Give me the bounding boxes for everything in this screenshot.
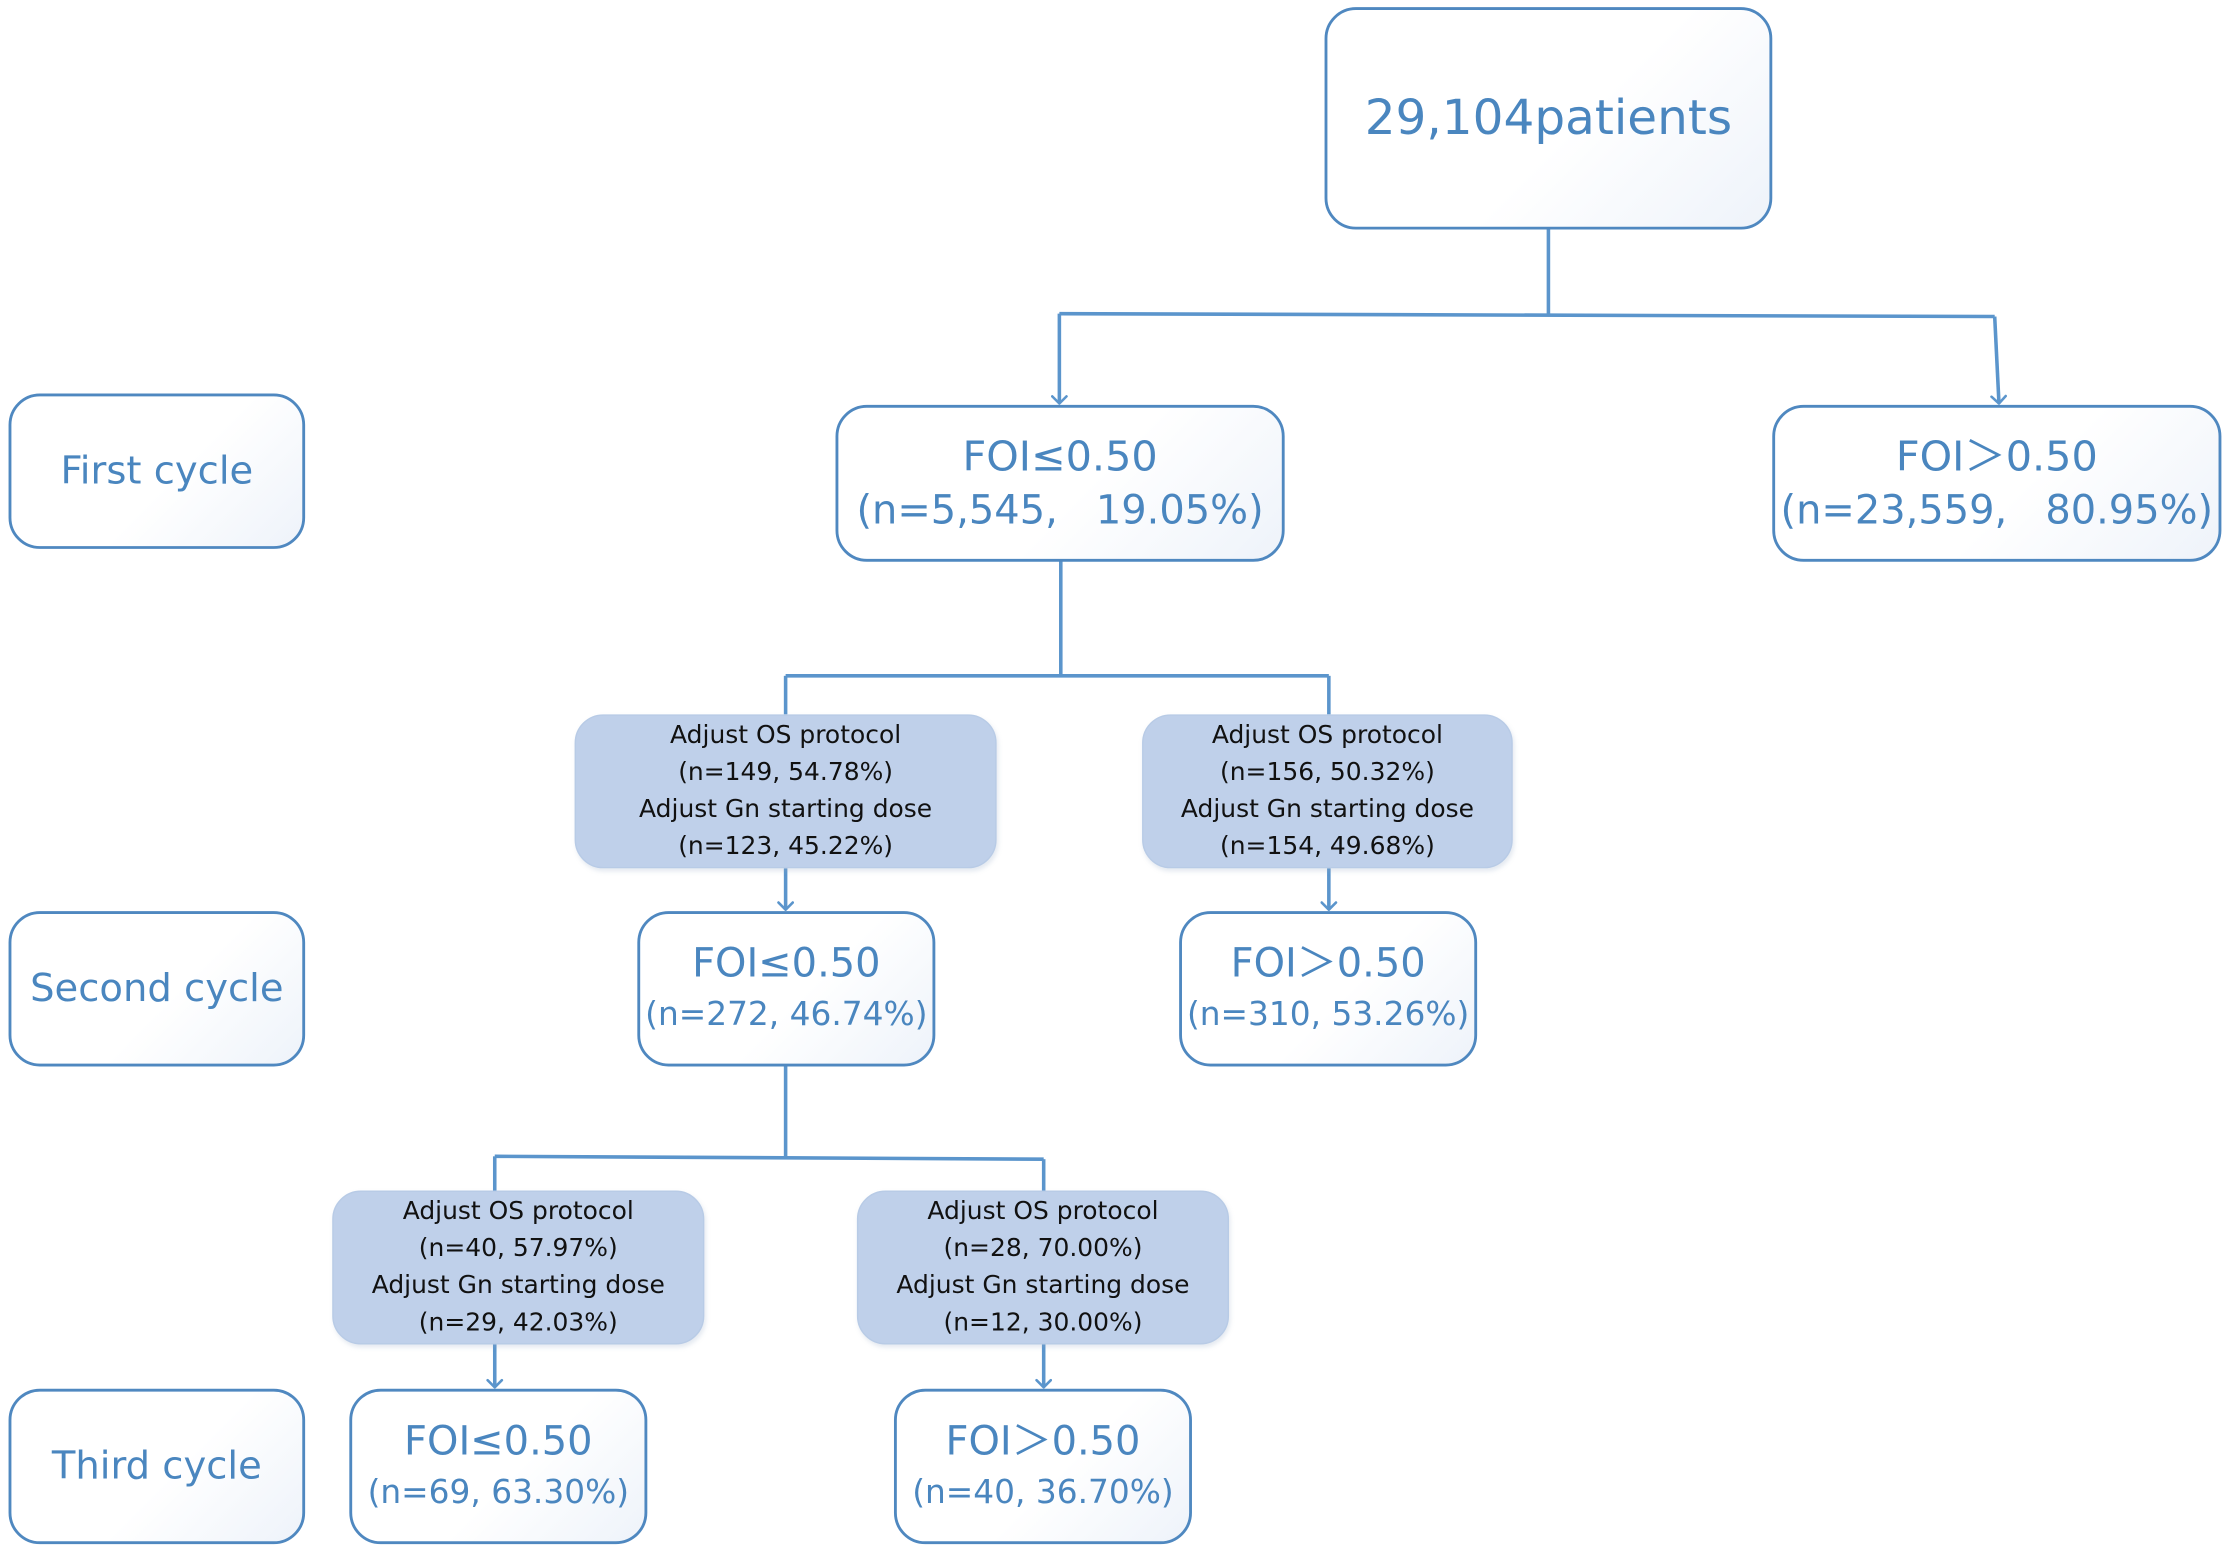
second-cycle-foi-le-stat: (n=272, 46.74%) <box>645 995 928 1033</box>
action-gn-stat: (n=123, 45.22%) <box>678 832 894 862</box>
action-os-stat: (n=149, 54.78%) <box>678 758 894 788</box>
first-cycle-foi-le-stat: (n=5,545, 19.05%) <box>856 486 1264 534</box>
second-cycle-foi-gt-stat: (n=310, 53.26%) <box>1186 995 1470 1033</box>
action-os-label: Adjust OS protocol <box>402 1197 634 1227</box>
action-gn-stat: (n=154, 49.68%) <box>1219 832 1435 862</box>
action-box-first-left: Adjust OS protocol (n=149, 54.78%) Adjus… <box>574 714 997 869</box>
cycle-label-first: First cycle <box>8 393 306 549</box>
second-cycle-foi-le-node: FOI≤0.50 (n=272, 46.74%) <box>637 911 936 1067</box>
cycle-label-first-text: First cycle <box>60 449 254 494</box>
root-node: 29,104patients <box>1324 7 1773 230</box>
second-cycle-foi-gt-title: FOI＞0.50 <box>1230 938 1426 986</box>
action-box-first-right: Adjust OS protocol (n=156, 50.32%) Adjus… <box>1142 714 1513 869</box>
action-gn-label: Adjust Gn starting dose <box>371 1271 665 1301</box>
action-gn-label: Adjust Gn starting dose <box>896 1271 1190 1301</box>
action-gn-label: Adjust Gn starting dose <box>639 795 933 825</box>
action-os-stat: (n=40, 57.97%) <box>418 1234 618 1264</box>
root-label: 29,104patients <box>1364 89 1733 147</box>
third-cycle-foi-le-node: FOI≤0.50 (n=69, 63.30%) <box>349 1388 648 1545</box>
action-gn-label: Adjust Gn starting dose <box>1180 795 1474 825</box>
action-box-second-right: Adjust OS protocol (n=28, 70.00%) Adjust… <box>856 1190 1230 1345</box>
third-cycle-foi-le-title: FOI≤0.50 <box>404 1416 593 1464</box>
action-gn-stat: (n=29, 42.03%) <box>418 1308 618 1338</box>
cycle-label-second-text: Second cycle <box>30 966 284 1011</box>
action-os-stat: (n=156, 50.32%) <box>1219 758 1435 788</box>
first-cycle-foi-le-title: FOI≤0.50 <box>962 432 1158 481</box>
action-os-label: Adjust OS protocol <box>1211 721 1443 750</box>
first-cycle-foi-gt-stat: (n=23,559, 80.95%) <box>1780 486 2214 534</box>
third-cycle-foi-gt-title: FOI＞0.50 <box>945 1416 1141 1464</box>
second-le-branch-bar <box>494 1154 1044 1161</box>
cycle-label-third-text: Third cycle <box>51 1444 262 1489</box>
cycle-label-second: Second cycle <box>8 911 306 1067</box>
action-os-label: Adjust OS protocol <box>927 1197 1159 1227</box>
third-cycle-foi-le-stat: (n=69, 63.30%) <box>367 1473 630 1511</box>
first-cycle-foi-gt-node: FOI＞0.50 (n=23,559, 80.95%) <box>1772 404 2222 562</box>
arrow-first-gt <box>1990 316 2008 405</box>
third-cycle-foi-gt-stat: (n=40, 36.70%) <box>912 1473 1174 1511</box>
action-gn-stat: (n=12, 30.00%) <box>943 1308 1143 1338</box>
first-cycle-foi-le-node: FOI≤0.50 (n=5,545, 19.05%) <box>835 404 1285 562</box>
third-cycle-foi-gt-node: FOI＞0.50 (n=40, 36.70%) <box>893 1388 1192 1545</box>
second-cycle-foi-gt-node: FOI＞0.50 (n=310, 53.26%) <box>1179 911 1478 1067</box>
root-branch-bar <box>1059 311 1995 319</box>
second-cycle-foi-le-title: FOI≤0.50 <box>692 938 881 986</box>
action-os-stat: (n=28, 70.00%) <box>943 1234 1143 1264</box>
action-os-label: Adjust OS protocol <box>670 721 902 750</box>
first-cycle-foi-gt-title: FOI＞0.50 <box>1895 432 2098 481</box>
action-box-second-left: Adjust OS protocol (n=40, 57.97%) Adjust… <box>332 1190 705 1345</box>
cycle-label-third: Third cycle <box>8 1388 306 1545</box>
